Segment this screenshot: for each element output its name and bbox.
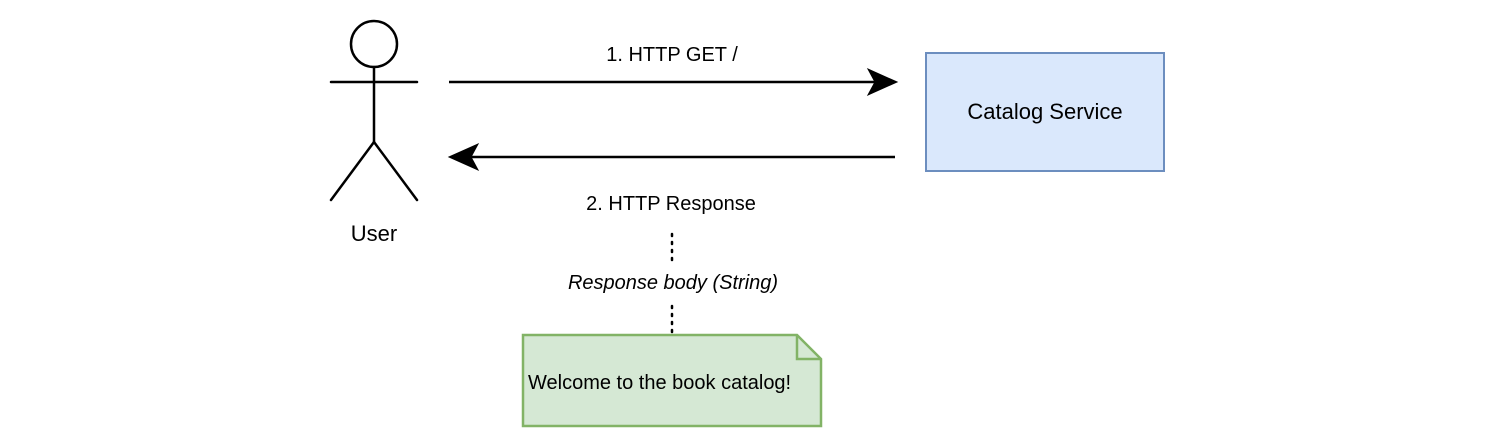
catalog-service-label: Catalog Service xyxy=(967,99,1123,124)
response-note-shape xyxy=(521,333,823,428)
user-label: User xyxy=(350,221,398,246)
response-label: 2. HTTP Response xyxy=(586,193,756,215)
actor-right-leg xyxy=(372,140,419,202)
catalog-service-box: Catalog Service xyxy=(925,52,1165,172)
note-fold xyxy=(795,335,821,361)
response-arrowhead xyxy=(447,142,480,172)
response-arrow xyxy=(447,142,895,172)
request-arrow xyxy=(449,67,899,97)
note-text: Welcome to the book catalog! xyxy=(528,372,792,394)
request-arrowhead xyxy=(866,67,899,97)
note-body xyxy=(521,333,823,428)
actor-head xyxy=(349,19,399,69)
user-actor-figure xyxy=(329,19,419,202)
response-body-annotation: Response body (String) xyxy=(567,272,779,294)
actor-left-leg xyxy=(329,140,376,202)
request-label: 1. HTTP GET / xyxy=(606,44,738,66)
